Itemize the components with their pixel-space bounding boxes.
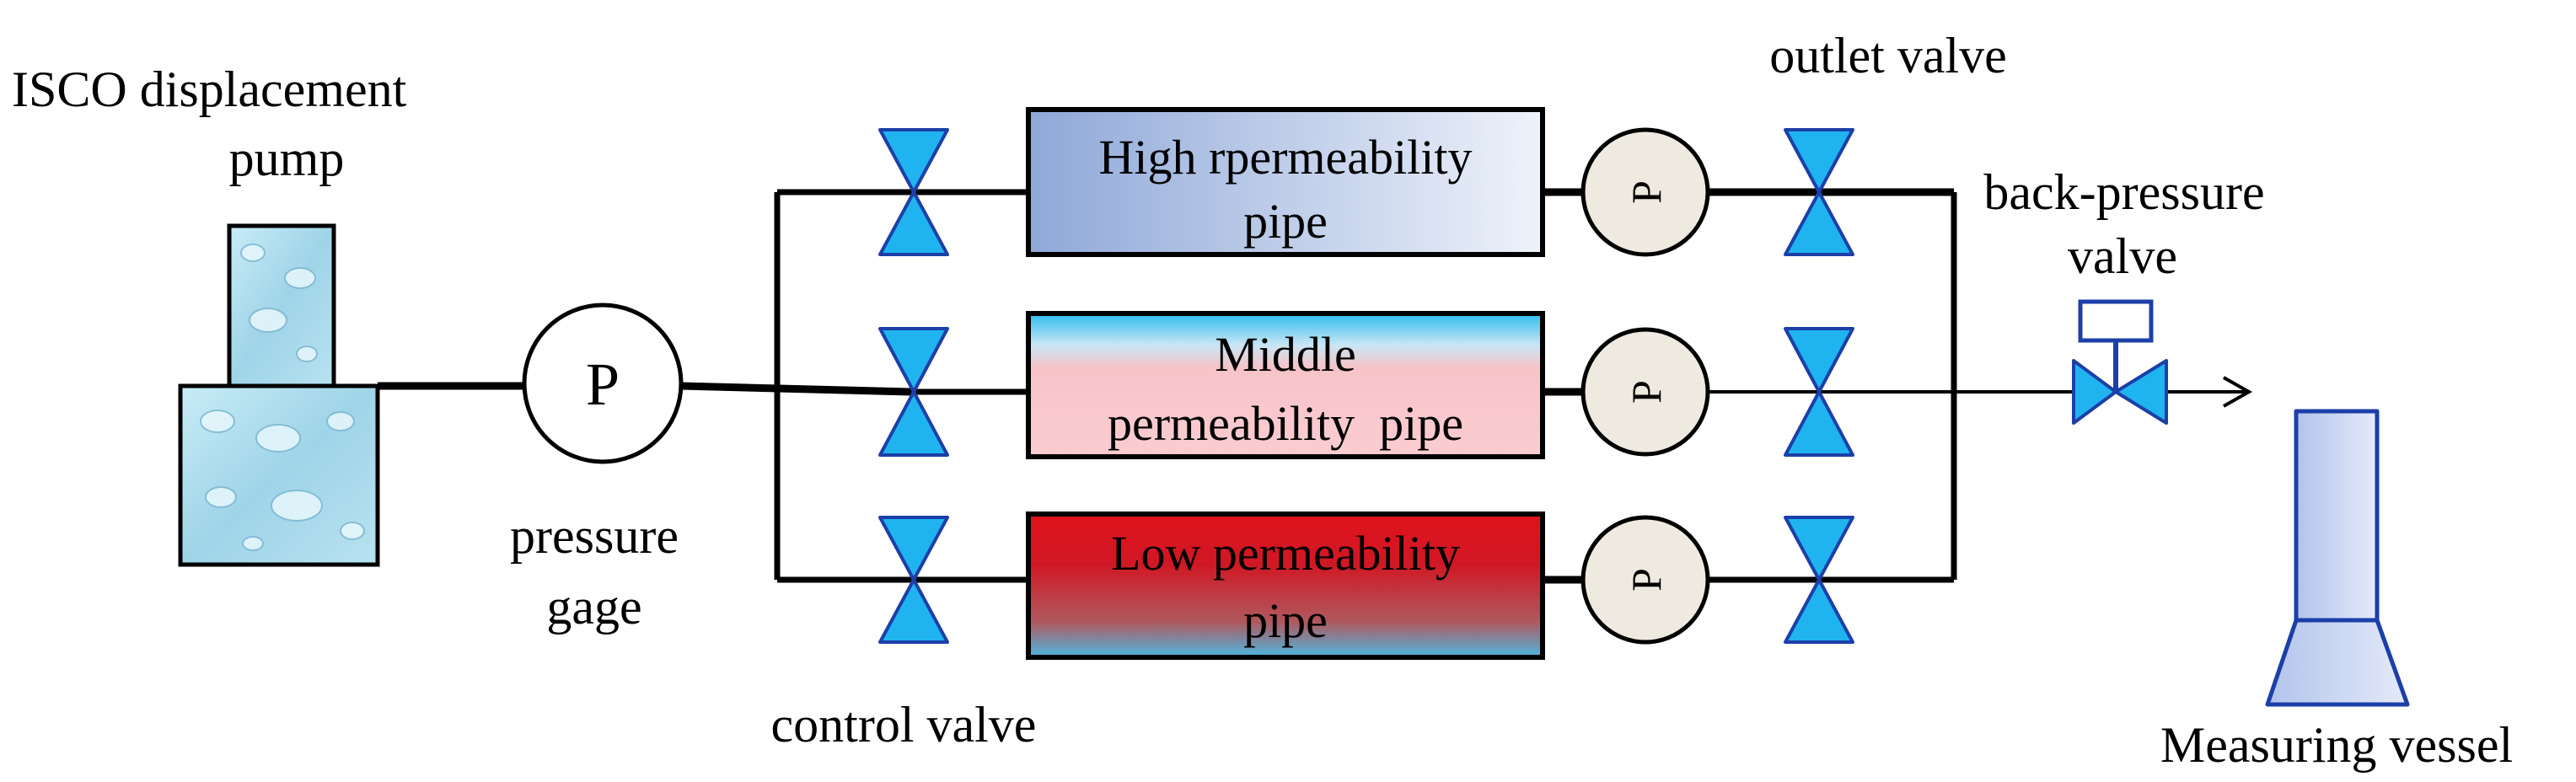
gage-label-line1: pressure <box>510 508 679 564</box>
outlet-gauge-low-symbol: P <box>1623 568 1670 592</box>
high-pipe-label-line2: pipe <box>1243 194 1328 249</box>
middle-pipe-label-line2: permeability pipe <box>1108 396 1463 451</box>
bp-valve-label-line1: back-pressure <box>1983 164 2264 220</box>
outlet-valve-label: outlet valve <box>1769 28 2007 83</box>
outlet-gauge-low: P <box>1580 515 1710 645</box>
outlet-valve-low <box>1784 516 1854 644</box>
bp-valve-right-wing <box>2114 359 2168 425</box>
bp-valve-actuator <box>2078 299 2154 343</box>
low-permeability-pipe <box>1026 512 1545 660</box>
middle-permeability-pipe <box>1026 311 1545 459</box>
outlet-gauge-high-symbol: P <box>1623 180 1670 204</box>
high-pipe-label-line1: High rpermeability <box>1099 130 1473 185</box>
pump-label-line2: pump <box>229 131 345 186</box>
gage-label-line2: gage <box>546 579 641 635</box>
permeability-pipes <box>1026 107 1545 660</box>
vessel-base <box>2265 618 2410 707</box>
vessel-neck <box>2294 409 2380 623</box>
control-valve-high <box>878 128 949 256</box>
control-valve-middle <box>878 327 949 457</box>
bp-valve-left-wing <box>2072 359 2117 425</box>
pipe-labels: High rpermeability pipe Middle permeabil… <box>1099 130 1473 648</box>
control-valve-label: control valve <box>771 697 1037 753</box>
bp-valve-label-line2: valve <box>2068 228 2177 284</box>
flow-arrowhead <box>2223 376 2253 408</box>
pressure-gage-symbol: P <box>586 351 620 418</box>
outlet-gauges: P P P <box>1580 127 1710 645</box>
control-valve-low <box>878 516 949 644</box>
pump-bubbles <box>200 244 365 551</box>
labels: ISCO displacement pump pressure gage con… <box>12 28 2513 773</box>
high-permeability-pipe <box>1026 107 1545 257</box>
control-valves <box>878 128 949 644</box>
pump-label-line1: ISCO displacement <box>12 62 407 117</box>
isco-pump <box>178 223 380 567</box>
outlet-gauge-middle: P <box>1580 327 1710 457</box>
pressure-gage-circle <box>522 303 684 464</box>
low-pipe-label-line2: pipe <box>1243 593 1328 648</box>
vessel-label: Measuring vessel <box>2160 717 2513 773</box>
measuring-vessel <box>2265 409 2410 707</box>
pressure-gage: P <box>522 303 684 464</box>
outlet-valves <box>1784 128 1854 644</box>
outlet-valve-middle <box>1784 327 1854 457</box>
outlet-gauge-high: P <box>1580 127 1710 257</box>
outlet-gauge-middle-symbol: P <box>1623 380 1670 404</box>
low-pipe-label-line1: Low permeability <box>1111 526 1460 581</box>
gage-to-manifold-line <box>680 382 911 396</box>
outlet-valve-high <box>1784 128 1854 256</box>
back-pressure-valve <box>2072 299 2168 425</box>
middle-pipe-label-line1: Middle <box>1215 327 1356 382</box>
